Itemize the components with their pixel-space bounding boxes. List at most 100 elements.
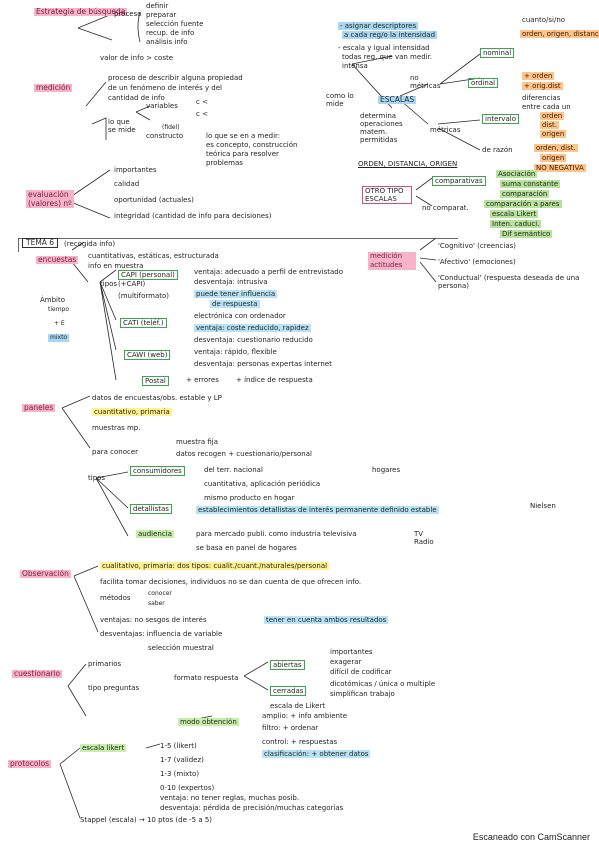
observacion-def-2: facilita tomar decisiones, individuos no… [100, 578, 362, 586]
consumidores-label: consumidores [130, 466, 185, 476]
paneles-item-4: para conocer [92, 448, 139, 456]
nominal-label: nominal [480, 48, 515, 58]
stappel-label: Stappel (escala) → 10 ptos (de -5 a 5) [80, 816, 213, 824]
metricas-label: métricas [430, 126, 461, 134]
likert-item-2: 1-7 (validez) [160, 756, 204, 764]
nocomp-item-2: escala Likert [490, 210, 539, 218]
comparativas-item-3: comparación [500, 190, 550, 198]
cawi-label: CAWI (web) [124, 350, 171, 360]
constructo-def-4: problemas [206, 159, 243, 167]
cerradas-item-1: dicotómicas / única o multiple [330, 680, 436, 688]
intervalo-item-2: dist. [540, 121, 560, 129]
metodos-label: métodos [100, 594, 131, 602]
tipos-label: tipos [100, 280, 118, 288]
metodos-item-2: saber [148, 600, 165, 607]
ambito-item-1: tiempo [48, 306, 70, 313]
hogares-note: hogares [372, 466, 401, 474]
postal-pro-1: + errores [186, 376, 219, 384]
razon-item-3: NO NEGATIVA [534, 164, 586, 172]
no-metricas-label: no métricas [410, 74, 441, 90]
encuestas-muestra: info en muestra [88, 262, 144, 270]
escala-likert-note: escala de Likert [270, 702, 326, 710]
cawi-pro-2: desventaja: personas expertas internet [194, 360, 332, 368]
conductual-item: 'Conductual' (respuesta deseada de una p… [438, 274, 580, 290]
evaluacion-heading: evaluación (valores) nº [26, 190, 74, 208]
mixto-label: mixto [48, 334, 70, 342]
observacion-heading: Observación [20, 569, 71, 578]
encuestas-def: cuantitativas, estáticas, estructurada [88, 252, 219, 260]
tv-radio-note: TV Radio [414, 530, 434, 546]
postal-label: Postal [142, 376, 169, 386]
detallistas-def: establecimientos detallistas de interés … [196, 506, 439, 514]
tipos-paneles: tipos [88, 474, 106, 482]
encuestas-heading: encuestas [36, 255, 79, 264]
escala-def-1: - escala y igual intensidad [338, 44, 430, 52]
capi-pro-4: de respuesta [210, 300, 260, 308]
razon-item-1: orden, dist. [534, 144, 578, 152]
escala-likert-label: escala likert [80, 744, 127, 752]
likert-item-5: ventaja: no tener reglas, muchas posib. [160, 794, 300, 802]
comparativas-item-1: Asociación [496, 170, 538, 178]
comparativas-item-2: suma constante [500, 180, 561, 188]
evaluacion-item-2: calidad [114, 180, 140, 188]
ambito-label: Ámbito [40, 296, 66, 304]
consumidores-item-1: del terr. nacional [204, 466, 263, 474]
determina-operaciones: determina operaciones matem. permitidas [360, 112, 403, 144]
consumidores-item-3: mismo producto en hogar [204, 494, 295, 502]
medicion-def-1: proceso de describir alguna propiedad [108, 74, 243, 82]
protocolos-heading: protocolos [8, 759, 52, 768]
paneles-heading: paneles [22, 403, 56, 412]
audiencia-def-2: se basa en panel de hogares [196, 544, 297, 552]
ordinal-item-1: + orden [522, 72, 555, 80]
ordinal-item-4: entre cada un [522, 103, 571, 111]
variables-case-2: c < [196, 110, 208, 118]
escala-def-3: intensa [342, 62, 368, 70]
nocomp-item-3: Inten. caduci. [490, 220, 542, 228]
orden-distancia-origen: ORDEN, DISTANCIA, ORIGEN [358, 160, 458, 168]
tema6-title: TEMA 6 [22, 238, 59, 248]
observacion-def: cualitativo, primaria: dos tipos: cualit… [100, 562, 330, 570]
paneles-item-1: datos de encuestas/obs. estable y LP [92, 394, 222, 402]
proceso-item-2: preparar [146, 11, 177, 19]
multiformat-label: (multiformato) [118, 292, 169, 300]
nocomp-item-4: Dif semántico [500, 230, 553, 238]
modo-item-3: control: + respuestas [262, 738, 338, 746]
cati-pro-1: electrónica con ordenador [194, 312, 286, 320]
cognitivo-item: 'Cognitivo' (creencias) [438, 242, 516, 250]
abiertas-item-1: importantes [330, 648, 373, 656]
paneles-item-2: cuantitativo, primaria [92, 408, 172, 416]
nocomp-item-1: comparación a pares [484, 200, 562, 208]
otro-tipo-escalas: OTRO TIPO ESCALAS [362, 186, 412, 204]
ordinal-item-2: + orig.dist [522, 82, 563, 90]
como-lo-mide: como lo mide [326, 92, 354, 108]
detallistas-label: detallistas [130, 504, 172, 514]
modo-item-1: amplio: + info ambiente [262, 712, 348, 720]
razon-item-2: origen [540, 154, 567, 162]
capi-label: CAPI (personal) [118, 270, 178, 280]
cati-label: CATI (teléf.) [120, 318, 167, 328]
datos-recogen: datos recogen + cuestionario/personal [176, 450, 312, 458]
proceso-item-3: selección fuente [146, 20, 204, 28]
paneles-item-3: muestras mp. [92, 424, 141, 432]
capi-pro-2: desventaja: intrusiva [194, 278, 268, 286]
intervalo-item-1: orden [540, 112, 565, 120]
obs-ventajas: ventajas: no sesgos de interés [100, 616, 207, 624]
cuestionario-heading: cuestionario [12, 669, 63, 678]
postal-pro-2: + índice de respuesta [236, 376, 313, 384]
variables-label: variables [146, 102, 178, 110]
nominal-item-1: cuanto/si/no [522, 16, 566, 24]
ordinal-label: ordinal [468, 78, 499, 88]
constructo-def-3: teórica para resolver [206, 150, 279, 158]
cawi-pro-1: ventaja: rápido, flexible [194, 348, 277, 356]
capi-pro-3: puede tener influencia [194, 290, 278, 298]
medicion-def-3: cantidad de info [108, 94, 165, 102]
proceso-label: proceso [114, 10, 142, 18]
no-comparativas-label: no comparat. [422, 204, 469, 212]
audiencia-label: audiencia [136, 530, 174, 538]
cati-pro-3: desventaja: cuestionario reducido [194, 336, 313, 344]
consumidores-item-2: cuantitativa, aplicación periódica [204, 480, 321, 488]
likert-item-6: desventaja: pérdida de precisión/muchas … [160, 804, 344, 812]
variables-case-1: c < [196, 98, 208, 106]
